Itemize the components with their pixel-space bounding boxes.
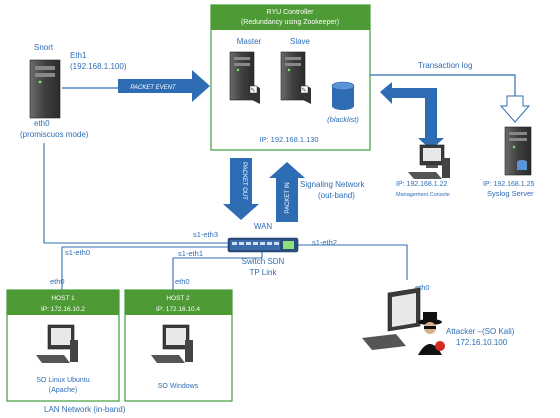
host2-eth: eth0	[175, 277, 190, 286]
attacker-ip: 172.16.10.100	[456, 338, 508, 347]
snort-label: Snort	[34, 43, 54, 52]
sdn-switch-icon	[227, 237, 299, 253]
host1-os: SO Linux Ubuntu	[36, 377, 89, 384]
snort-server-icon	[29, 59, 61, 119]
host1-ip: IP: 172.16.10.2	[41, 306, 85, 313]
switch-port-eth2: s1-eth2	[312, 238, 337, 247]
host1-service: (Apache)	[49, 387, 77, 394]
slave-server-icon: ✎	[280, 51, 311, 104]
controller-subtitle: (Redundancy using Zookeeper)	[241, 19, 339, 26]
syslog-ip: IP: 192.168.1.25	[483, 181, 534, 188]
switch-vendor: TP Link	[250, 268, 278, 277]
attacker-eth: eth0	[415, 283, 430, 292]
host2-ip: IP: 172.16.10.4	[156, 306, 200, 313]
packet-in-arrow: PACKET IN	[269, 162, 305, 222]
snort-eth1: Eth1	[70, 51, 87, 60]
master-label: Master	[237, 37, 262, 46]
controller-ip: IP: 192.168.1.130	[259, 135, 318, 144]
wan-label: WAN	[254, 222, 273, 231]
svg-text:✎: ✎	[301, 87, 306, 94]
packet-in-label: PACKET IN	[285, 182, 291, 213]
packet-out-arrow: PACKET OUT	[223, 158, 259, 220]
snort-eth0: eth0	[34, 119, 50, 128]
attacker-name: Attacker –(SO Kali)	[446, 327, 515, 336]
snort-eth0-mode: (promiscuos mode)	[20, 130, 89, 139]
switch-name: Switch SDN	[242, 257, 285, 266]
packet-out-label: PACKET OUT	[241, 162, 247, 200]
master-server-icon: ✎	[229, 51, 260, 104]
host1-link	[61, 246, 228, 290]
switch-port-eth1: s1-eth1	[178, 249, 203, 258]
switch-port-eth0: s1-eth0	[65, 248, 90, 257]
host1-computer-icon	[36, 324, 78, 363]
host2-os: SO Windows	[158, 383, 199, 390]
signaling-network-label: Signaling Network	[300, 180, 365, 189]
host2-link	[172, 252, 263, 290]
database-icon	[331, 81, 355, 110]
console-name: Management Console	[396, 192, 450, 198]
lan-network-label: LAN Network (in-band)	[44, 405, 126, 414]
packet-event-arrow: PACKET EVENT	[118, 70, 210, 102]
controller-box: RYU Controller (Redundancy using Zookeep…	[210, 4, 371, 151]
snort-eth1-ip: (192.168.1.100)	[70, 62, 127, 71]
host1-box: HOST 1 IP: 172.16.10.2 SO Linux Ubuntu (…	[6, 289, 120, 402]
host1-eth: eth0	[50, 277, 65, 286]
blacklist-label: (blacklist)	[327, 115, 359, 124]
snort-switch-link	[43, 143, 228, 244]
console-arrow	[380, 82, 444, 150]
switch-port-eth3: s1-eth3	[193, 230, 218, 239]
syslog-name: Syslog Server	[487, 189, 534, 198]
controller-title: RYU Controller	[267, 9, 315, 16]
transaction-log-label: Transaction log	[418, 61, 472, 70]
svg-text:✎: ✎	[250, 87, 255, 94]
host2-box: HOST 2 IP: 172.16.10.4 SO Windows	[124, 289, 233, 402]
management-console-icon	[408, 144, 450, 179]
packet-event-label: PACKET EVENT	[130, 85, 177, 91]
syslog-server-icon	[504, 126, 532, 176]
network-links	[43, 143, 408, 290]
slave-label: Slave	[290, 37, 311, 46]
transaction-log-arrow	[370, 74, 531, 123]
host1-title: HOST 1	[51, 295, 75, 302]
console-ip: IP: 192.168.1.22	[396, 181, 447, 188]
host2-computer-icon	[151, 324, 193, 363]
attacker-computer-icon	[362, 287, 421, 350]
attacker-link	[298, 244, 408, 280]
signaling-network-sublabel: (out-band)	[318, 191, 355, 200]
hacker-icon	[418, 312, 445, 355]
host2-title: HOST 2	[166, 295, 190, 302]
